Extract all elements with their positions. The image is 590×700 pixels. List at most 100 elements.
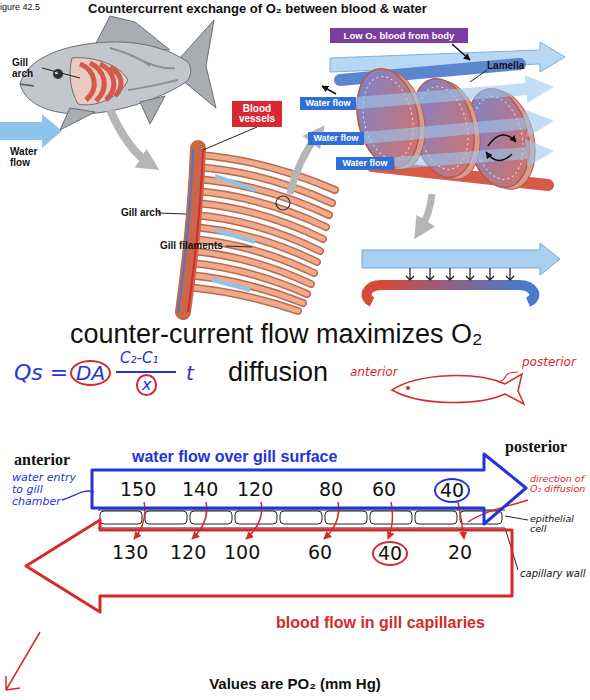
po2-value: 120: [237, 479, 273, 500]
handwritten-note: epithelial cell: [530, 514, 588, 535]
gill-surface-schematic: [415, 511, 457, 524]
box-text: Low O₂ blood from body: [344, 31, 455, 41]
box-text: Water flow: [342, 159, 387, 168]
lamella-drawing: [486, 152, 512, 161]
gill-surface-schematic: [325, 511, 367, 524]
po2-value: 140: [182, 479, 218, 500]
handwritten-sketch: [406, 386, 410, 390]
po2-value: 100: [224, 542, 260, 563]
exchange-schematic: [362, 243, 560, 275]
gill-arch-drawing: [276, 196, 290, 210]
gill-surface-schematic: [6, 632, 40, 690]
part-label: Gill arch: [121, 207, 161, 218]
gill-surface-schematic: [98, 509, 505, 510]
box-text: Blood vessels: [232, 104, 282, 125]
fish-drawing: [110, 67, 121, 96]
fish-drawing: [20, 42, 191, 114]
label-box: Blood vessels: [232, 101, 282, 127]
fish-drawing: [140, 96, 165, 124]
gill-arch-drawing: [110, 110, 150, 164]
equation-term: Qs =: [14, 361, 68, 385]
flow-label: blood flow in gill capillaries: [276, 614, 485, 632]
gill-arch-drawing: [188, 150, 203, 312]
part-label: Gill arch: [12, 57, 44, 79]
handwritten-note: direction of O₂ diffusion: [530, 474, 588, 495]
part-label: Gill filaments: [160, 240, 223, 251]
water-flow-arrow: water flow over gill surface 150 140 120 80 6…: [92, 446, 528, 528]
exchange-schematic: [410, 268, 510, 279]
gill-surface-schematic: [6, 491, 528, 690]
gill-arch-drawing: [215, 176, 255, 190]
lamella-drawing: [488, 135, 516, 146]
exchange-schematic: [362, 243, 560, 302]
handwritten-sketch: [498, 372, 518, 382]
flow-label: water flow over gill surface: [132, 448, 337, 466]
handwritten-note: capillary wall: [520, 568, 586, 579]
gill-surface-schematic: [235, 511, 277, 524]
figure-title: Countercurrent exchange of O₂ between bl…: [88, 2, 427, 16]
equation-term: x: [136, 374, 157, 396]
label-box: Water flow: [300, 97, 356, 110]
lamella-drawing: [452, 44, 470, 60]
label-box: Water flow: [336, 157, 394, 170]
lamella-drawing: [356, 72, 420, 164]
lamella-drawing: [364, 122, 540, 138]
gill-arch-drawing: [187, 155, 335, 311]
handwritten-note: water entry to gill chamber: [12, 472, 88, 508]
exchange-schematic: [518, 285, 534, 302]
lamella-drawing: [356, 88, 540, 103]
po2-value: 40: [372, 541, 408, 566]
label-box: Water flow: [308, 132, 364, 145]
gill-surface-schematic: [190, 511, 232, 524]
po2-value: 150: [120, 479, 156, 500]
gill-arch-drawing: [110, 110, 335, 312]
exchange-schematic: [406, 276, 514, 280]
box-text: Water flow: [313, 134, 358, 143]
gill-surface-schematic: [370, 511, 412, 524]
po2-value: 80: [319, 479, 343, 500]
equation-term: DA: [70, 360, 111, 386]
handwritten-note: posterior: [522, 356, 576, 369]
po2-value: 60: [308, 542, 332, 563]
lamella-drawing: [395, 152, 540, 163]
po2-value: 20: [448, 542, 472, 563]
blood-flow-arrow: 130120100604020blood flow in gill capill…: [26, 520, 514, 635]
po2-value: 120: [170, 542, 206, 563]
part-label: Lamella: [487, 60, 524, 71]
po2-value: 60: [372, 479, 396, 500]
exchange-schematic: [380, 280, 520, 290]
gill-arch-drawing: [212, 280, 250, 290]
gill-arch-drawing: [226, 246, 252, 247]
fish-drawing: [80, 64, 94, 100]
gill-surface-schematic: [100, 511, 142, 524]
fish-drawing: [20, 84, 34, 86]
lamella-drawing: [420, 194, 432, 230]
gill-surface-schematic: [280, 511, 322, 524]
fish-drawing: [0, 114, 62, 148]
gill-arch-drawing: [203, 127, 257, 150]
figure-caption: Values are PO₂ (mm Hg): [0, 676, 590, 693]
lamella-drawing: [322, 86, 336, 94]
label-box: Low O₂ blood from body: [330, 28, 468, 43]
handwritten-sketch: [116, 371, 176, 373]
fish-drawing: [70, 58, 128, 105]
exchange-schematic: [367, 285, 382, 302]
equation-term: C₂-C₁: [120, 350, 158, 367]
flow-label: 40: [434, 478, 470, 503]
gill-surface-schematic: [505, 516, 528, 520]
heading-text: counter-current flow maximizes O₂: [70, 320, 483, 350]
box-text: Water flow: [305, 99, 350, 108]
heading-text: diffusion: [228, 358, 328, 388]
figure-number: igure 42.5: [0, 3, 40, 13]
gill-arch-drawing: [158, 213, 186, 214]
fish-drawing: [60, 108, 95, 130]
direction-label: anterior: [14, 451, 70, 469]
fish-drawing: [90, 63, 104, 101]
fish-drawing: [42, 68, 80, 78]
lamella-drawing: [470, 70, 487, 82]
gill-surface-schematic: [98, 527, 505, 528]
arrow-outline-path: [26, 520, 512, 612]
equation-term: t: [186, 362, 194, 384]
direction-label: posterior: [505, 438, 567, 456]
